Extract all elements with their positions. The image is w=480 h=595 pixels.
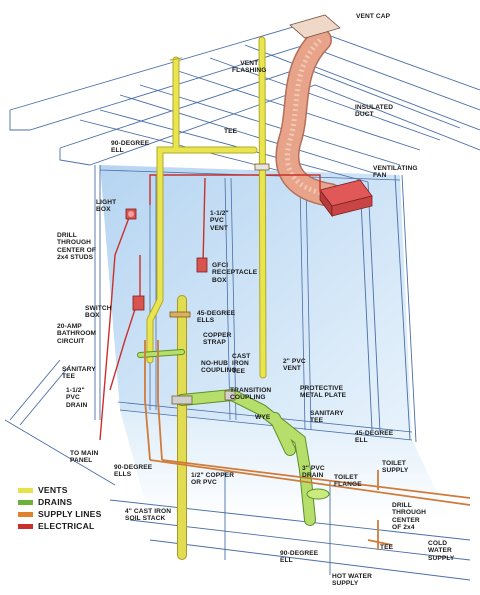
label-to-main-panel: TO MAIN PANEL — [70, 450, 99, 465]
label-copper-strap: COPPER STRAP — [203, 332, 232, 347]
label-90-degree-ells-left: 90-DEGREE ELLS — [114, 464, 153, 479]
legend-item-supply-lines: SUPPLY LINES — [18, 508, 102, 520]
label-ventilating-fan: VENTILATING FAN — [373, 165, 418, 180]
label-45-degree-ells: 45-DEGREE ELLS — [197, 310, 236, 325]
label-wye: WYE — [255, 414, 271, 421]
legend-label-vents: VENTS — [38, 485, 68, 495]
electrical-boxes — [125, 208, 208, 311]
label-45-degree-ell-right: 45-DEGREE ELL — [355, 430, 394, 445]
label-no-hub-coupling: NO-HUB COUPLING — [201, 360, 237, 375]
label-vent-flashing: VENT FLASHING — [232, 60, 267, 75]
label-2-pvc-vent: 2" PVC VENT — [283, 358, 306, 373]
legend-label-drains: DRAINS — [38, 497, 73, 507]
legend: VENTS DRAINS SUPPLY LINES ELECTRICAL — [18, 484, 102, 532]
legend-label-supply-lines: SUPPLY LINES — [38, 509, 102, 519]
label-sanitary-tee-right: SANITARY TEE — [310, 410, 344, 425]
electrical-wiring — [99, 174, 321, 441]
label-insulated-duct: INSULATED DUCT — [355, 104, 394, 119]
label-pvc-vent-small: 1-1/2" PVC VENT — [210, 210, 229, 232]
label-bathroom-circuit: 20-AMP BATHROOM CIRCUIT — [57, 323, 97, 345]
label-soil-stack: 4" CAST IRON SOIL STACK — [125, 508, 172, 523]
drain-pipes — [137, 349, 330, 526]
legend-swatch-electrical — [18, 523, 33, 529]
supply-lines — [144, 340, 471, 550]
label-pvc-drain-small: 1-1/2" PVC DRAIN — [66, 387, 88, 409]
insulated-duct — [275, 28, 342, 207]
legend-swatch-supply-lines — [18, 511, 33, 517]
label-cold-water-supply: COLD WATER SUPPLY — [428, 540, 455, 562]
label-light-box: LIGHT BOX — [96, 199, 117, 214]
legend-swatch-drains — [18, 499, 33, 505]
ceiling-framing — [4, 24, 480, 581]
label-cast-iron-tee: CAST IRON TEE — [232, 353, 251, 375]
label-hot-water-supply: HOT WATER SUPPLY — [332, 573, 372, 588]
legend-swatch-vents — [18, 487, 33, 493]
label-tee-bottom: TEE — [380, 544, 394, 551]
label-switch-box: SWITCH BOX — [85, 305, 112, 320]
label-drill-2x4: DRILL THROUGH CENTER OF 2x4 — [392, 502, 427, 532]
label-3-pvc-drain: 3" PVC DRAIN — [302, 465, 325, 480]
label-tee-top: TEE — [224, 128, 238, 135]
label-toilet-supply: TOILET SUPPLY — [382, 460, 409, 475]
legend-item-vents: VENTS — [18, 484, 102, 496]
label-gfci-box: GFCI RECEPTACLE BOX — [212, 262, 258, 284]
label-vent-cap: VENT CAP — [356, 13, 391, 20]
ventilating-fan — [319, 179, 373, 218]
label-sanitary-tee-left: SANITARY TEE — [62, 366, 96, 381]
label-drill-studs: DRILL THROUGH CENTER OF 2x4 STUDS — [57, 232, 96, 262]
label-90-degree-ell-bottom: 90-DEGREE ELL — [280, 550, 319, 565]
label-toilet-flange: TOILET FLANGE — [334, 474, 362, 489]
fittings — [169, 163, 270, 405]
vent-cap — [289, 14, 341, 39]
legend-label-electrical: ELECTRICAL — [38, 521, 95, 531]
label-protective-plate: PROTECTIVE METAL PLATE — [300, 385, 347, 400]
vent-pipes — [146, 36, 267, 379]
label-90-degree-ell-top: 90-DEGREE ELL — [111, 140, 150, 155]
legend-item-drains: DRAINS — [18, 496, 102, 508]
label-transition-coupling: TRANSITION COUPLING — [230, 387, 272, 402]
label-copper-or-pvc: 1/2" COPPER OR PVC — [191, 472, 235, 487]
legend-item-electrical: ELECTRICAL — [18, 520, 102, 532]
